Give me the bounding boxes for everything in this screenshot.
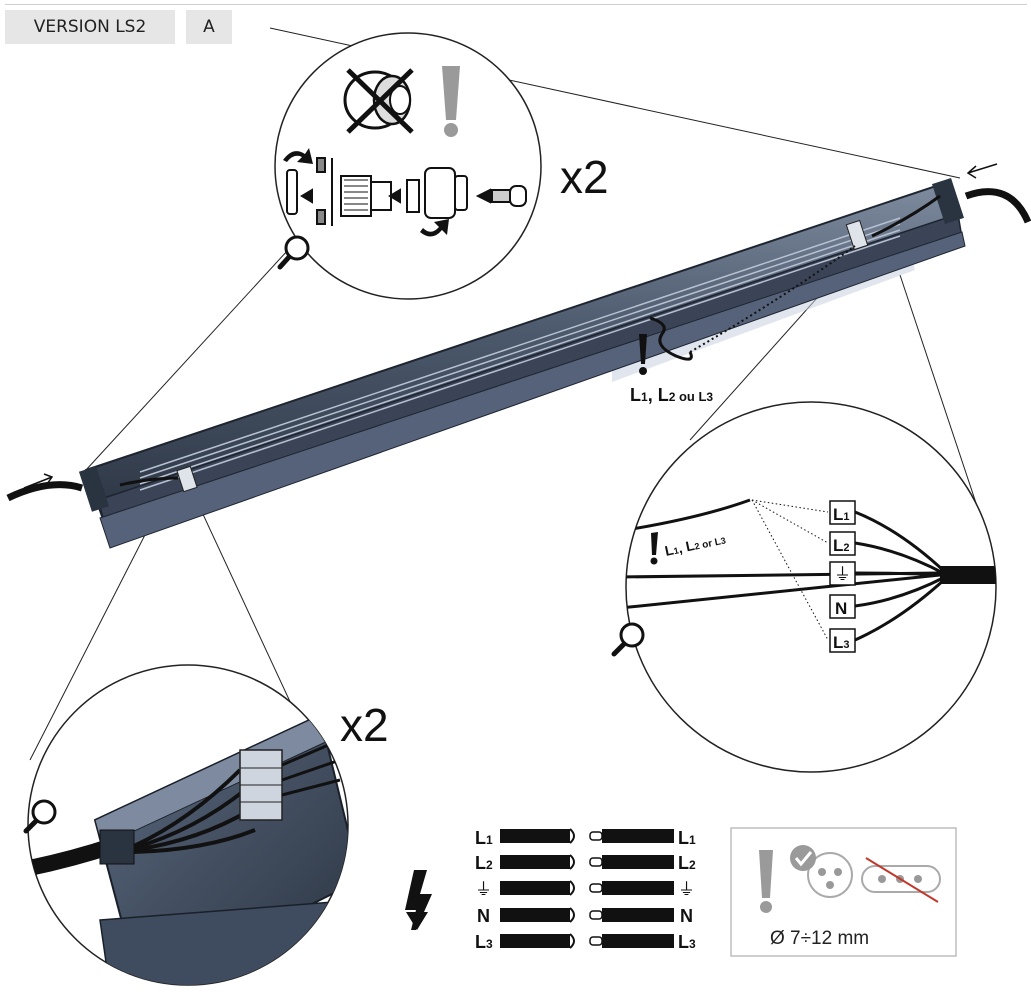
- arrow-icon: [23, 163, 998, 489]
- end-multiplier: x2: [340, 699, 389, 751]
- wiring-row: L2 L2: [475, 853, 696, 873]
- terminal-detail: L1 L2 ⏚ N L3 L1, L2 or L3: [611, 401, 997, 773]
- gland-detail: [274, 32, 542, 300]
- wiring-right-label: L1: [678, 828, 696, 848]
- fixture-phase-note: L1, L2 ou L3: [630, 385, 713, 405]
- wiring-right-label: N: [680, 906, 693, 926]
- terminal-label-n: N: [835, 599, 847, 618]
- round-cable-icon: [807, 852, 853, 898]
- terminal-label-l2: L2: [833, 536, 850, 555]
- terminal-label-l3: L3: [833, 633, 850, 652]
- wiring-row: ⏚ ⏚: [475, 880, 695, 899]
- warning-exclamation-icon: [442, 66, 460, 137]
- wiring-row: L1 L1: [475, 828, 696, 848]
- main-fixture: [6, 163, 1031, 549]
- wiring-left-label: N: [477, 906, 490, 926]
- warning-exclamation-icon: [639, 334, 647, 375]
- crossed-gland-icon: [343, 68, 414, 134]
- wiring-table: L1 L1 L2 L2 ⏚ ⏚ N: [475, 828, 696, 952]
- magnifier-icon: [277, 235, 310, 270]
- terminal-labels: L1 L2 ⏚ N L3: [829, 500, 856, 653]
- end-detail: [23, 664, 349, 986]
- rotate-arrow-icon: [283, 148, 449, 237]
- wiring-right-label: L3: [678, 932, 696, 952]
- wiring-left-label: L2: [475, 853, 493, 873]
- version-label: VERSION LS2: [5, 10, 175, 44]
- earth-ground-icon: ⏚: [834, 565, 851, 584]
- lightning-icon: [405, 870, 432, 930]
- gland-exploded-parts: [286, 157, 527, 226]
- cable-diameter-label: Ø 7÷12 mm: [770, 928, 869, 949]
- warning-exclamation-icon: [650, 532, 658, 565]
- wiring-row: N N: [477, 906, 693, 926]
- warning-exclamation-icon: [759, 850, 773, 913]
- gland-multiplier: x2: [560, 151, 609, 203]
- wiring-left-label: L3: [475, 932, 493, 952]
- terminal-label-l1: L1: [833, 505, 850, 524]
- wiring-row: L3 L3: [475, 932, 696, 952]
- top-frame-line: [5, 4, 1027, 5]
- wiring-right-label: L2: [678, 853, 696, 873]
- cable-spec-panel: Ø 7÷12 mm: [730, 827, 957, 957]
- wiring-left-label: L1: [475, 828, 493, 848]
- earth-ground-icon: ⏚: [678, 880, 695, 899]
- flat-cable-icon: [861, 857, 941, 903]
- terminal-phase-note: L1, L2 or L3: [663, 530, 727, 558]
- magnifier-icon: [611, 622, 645, 657]
- magnifier-icon: [23, 799, 57, 834]
- earth-ground-icon: ⏚: [475, 880, 492, 899]
- variant-label: A: [186, 10, 232, 44]
- check-icon: [790, 845, 816, 871]
